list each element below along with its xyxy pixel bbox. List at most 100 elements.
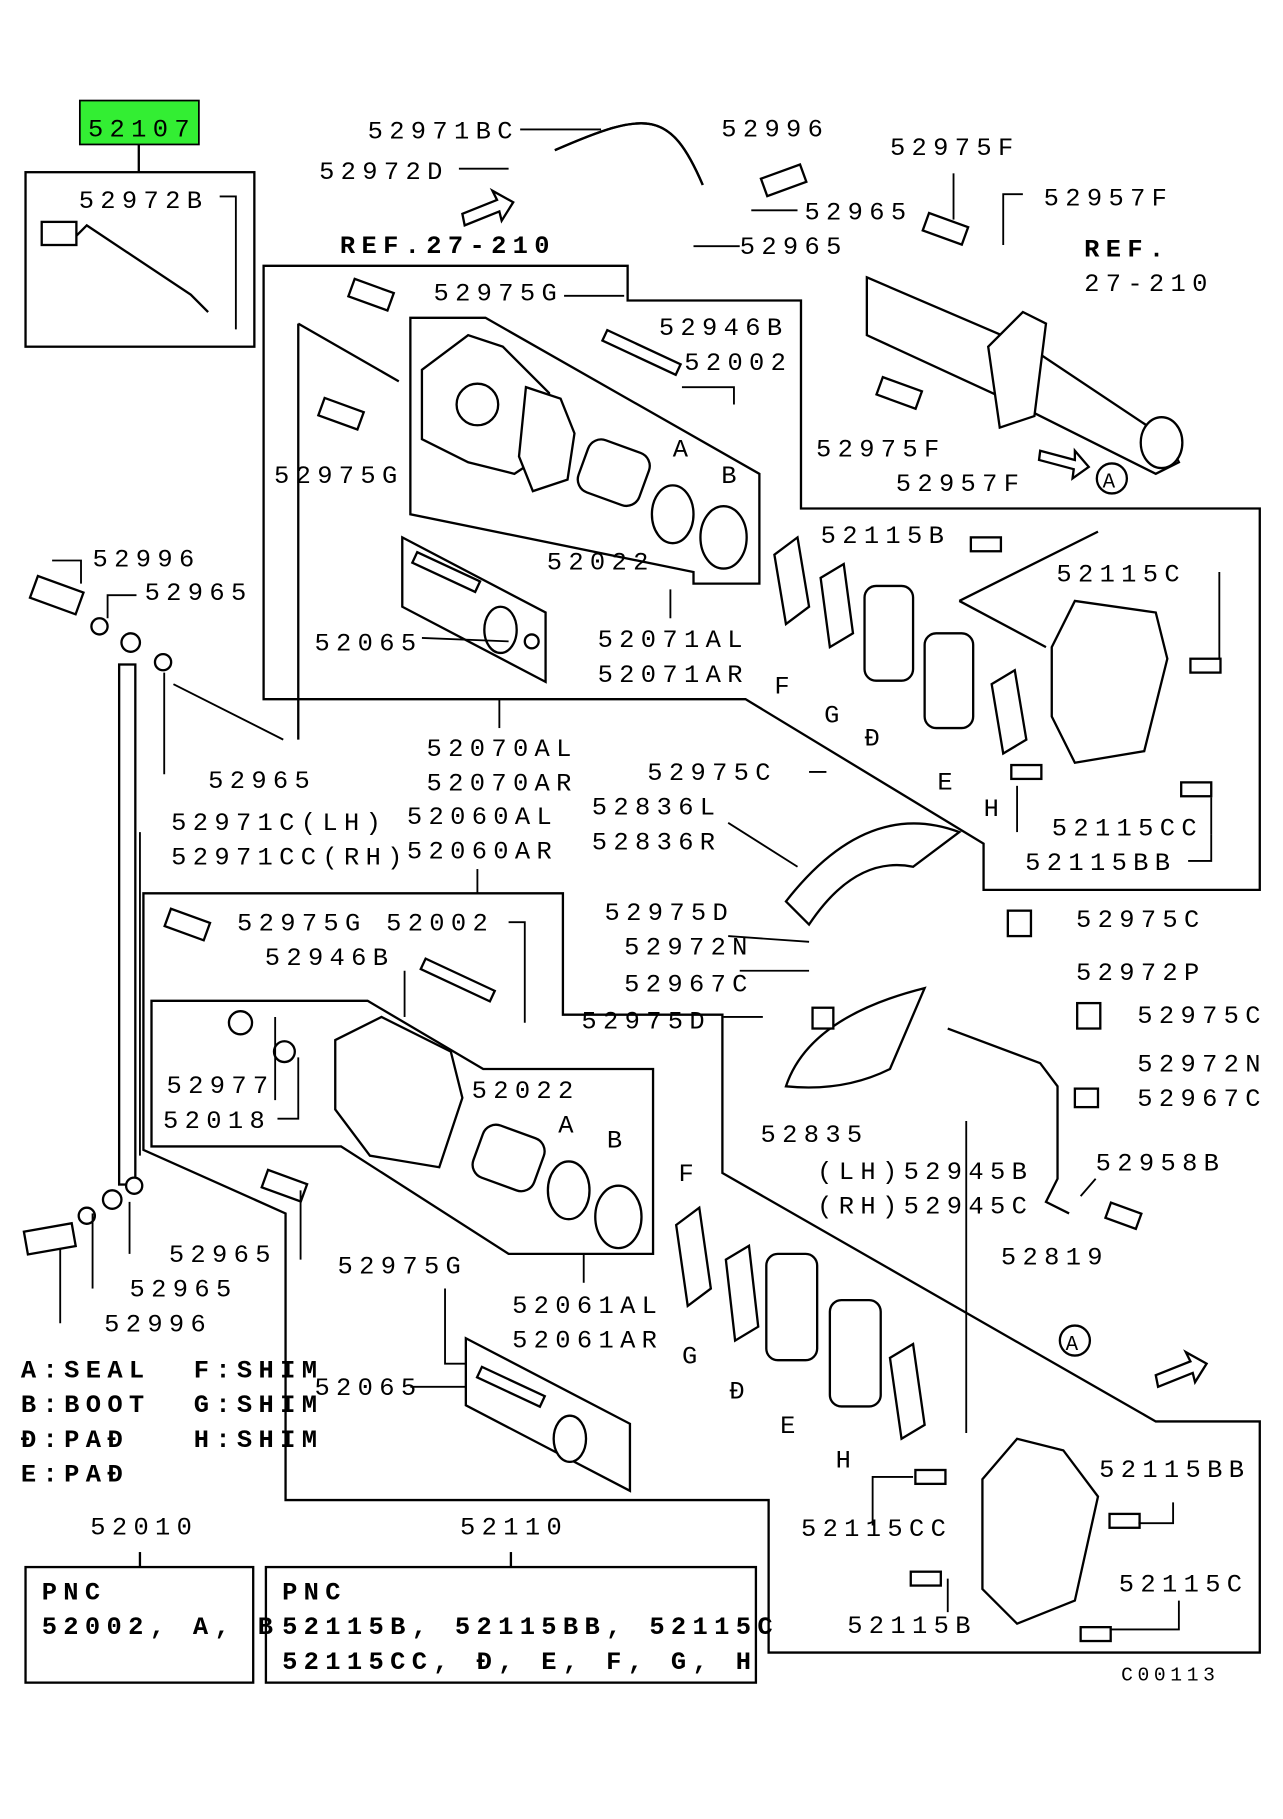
part-number-label[interactable]: H <box>836 1447 858 1476</box>
part-number-label[interactable]: 52836L <box>592 794 722 823</box>
rear-caliper-group-outline <box>142 892 1261 1654</box>
part-number-label[interactable]: 52975C <box>1076 906 1206 935</box>
part-number-label[interactable]: 52002 <box>386 909 494 938</box>
part-number-label[interactable]: 52946B <box>659 314 789 343</box>
part-number-label[interactable]: 52957F <box>1044 185 1174 214</box>
part-number-label[interactable]: 52946B <box>265 944 395 973</box>
part-number-label[interactable]: 52061AR <box>512 1326 663 1355</box>
part-number-label[interactable]: Đ <box>865 724 887 753</box>
brake-hose <box>117 663 137 1186</box>
part-number-label[interactable]: REF.27-210 <box>340 232 556 261</box>
part-number-label[interactable]: 52065 <box>314 1374 422 1403</box>
piston <box>576 438 651 508</box>
part-number-label[interactable]: 52971CC(RH) <box>171 843 409 872</box>
part-number-label[interactable]: 52975F <box>890 134 1020 163</box>
part-number-label[interactable]: 52835 <box>761 1121 869 1150</box>
seal <box>650 484 695 545</box>
part-number-label[interactable]: A <box>558 1112 580 1141</box>
part-number-label[interactable]: A <box>673 435 695 464</box>
part-number-label[interactable]: 52965 <box>804 199 912 228</box>
part-number-label[interactable]: 52972P <box>1076 959 1206 988</box>
part-number-label[interactable]: F <box>774 672 796 701</box>
part-number-label[interactable]: 52071AR <box>598 661 749 690</box>
part-number-label[interactable]: 52975C <box>647 759 777 788</box>
part-number-label[interactable]: 52115B <box>847 1612 977 1641</box>
part-number-label[interactable]: E <box>780 1412 802 1441</box>
part-number-label[interactable]: 52975G <box>274 462 404 491</box>
part-number-label[interactable]: 52115C <box>1119 1570 1249 1599</box>
part-number-label[interactable]: 52971BC <box>368 118 519 147</box>
part-number-label[interactable]: 52975D <box>581 1008 711 1037</box>
part-number-label[interactable]: 52977 <box>167 1072 275 1101</box>
part-number-label[interactable]: 52115CC <box>1052 815 1203 844</box>
view-marker-a-upper: A <box>1103 472 1122 495</box>
part-number-label[interactable]: 52002 <box>684 349 792 378</box>
diagram-code: C00113 <box>1121 1664 1219 1686</box>
part-number-label[interactable]: 52070AL <box>427 735 578 764</box>
part-number-label[interactable]: 52022 <box>472 1077 580 1106</box>
part-number-label[interactable]: 52967C <box>624 971 754 1000</box>
part-number-label[interactable]: 52972D <box>319 158 449 187</box>
legend-line: A:SEAL F:SHIM <box>21 1357 323 1386</box>
part-number-label[interactable]: 52972B <box>79 187 209 216</box>
part-number-label[interactable]: 52975G <box>338 1253 468 1282</box>
part-number-label[interactable]: 52115C <box>1056 560 1186 589</box>
part-number-label[interactable]: 52975D <box>605 899 735 928</box>
dust-shield-lower <box>784 986 927 1089</box>
part-number-label[interactable]: 52115BB <box>1099 1456 1250 1485</box>
shim-f <box>773 535 811 627</box>
part-number-label[interactable]: 52972N <box>1137 1050 1267 1079</box>
legend-line: Đ:PAĐ H:SHIM <box>21 1426 323 1455</box>
highlight-part-box[interactable] <box>78 99 200 146</box>
caliper-bracket <box>1050 599 1169 765</box>
part-number-label[interactable]: 52965 <box>740 233 848 262</box>
part-number-label[interactable]: 52996 <box>721 115 829 144</box>
part-number-label[interactable]: F <box>678 1160 700 1189</box>
part-number-label[interactable]: 52975G <box>237 909 367 938</box>
part-number-label[interactable]: 52060AR <box>407 838 558 867</box>
part-number-label[interactable]: 52110 <box>460 1514 568 1543</box>
part-number-label[interactable]: 52996 <box>104 1310 212 1339</box>
part-number-label[interactable]: E <box>937 768 959 797</box>
part-number-label[interactable]: 52965 <box>169 1241 277 1270</box>
part-number-label[interactable]: 52061AL <box>512 1292 663 1321</box>
part-number-label[interactable]: 52996 <box>93 545 201 574</box>
part-number-label[interactable]: 52971C(LH) <box>171 809 387 838</box>
part-number-label[interactable]: 27-210 <box>1084 270 1214 299</box>
part-number-label[interactable]: 52958B <box>1096 1150 1226 1179</box>
part-number-label[interactable]: 52060AL <box>407 803 558 832</box>
part-number-label[interactable]: H <box>984 795 1006 824</box>
part-number-label[interactable]: 52819 <box>1001 1243 1109 1272</box>
rear-pin-kit-box <box>464 1336 632 1493</box>
part-number-label[interactable]: 52975F <box>816 435 946 464</box>
part-number-label[interactable]: 52965 <box>145 579 253 608</box>
part-number-label[interactable]: 52010 <box>90 1514 198 1543</box>
part-number-label[interactable]: B <box>607 1127 629 1156</box>
part-number-label[interactable]: 52967C <box>1137 1085 1267 1114</box>
part-number-label[interactable]: 52957F <box>896 470 1026 499</box>
part-number-label[interactable]: (RH)52945C <box>817 1192 1033 1221</box>
highlight-part-number[interactable]: 52107 <box>88 115 196 144</box>
part-number-label[interactable]: B <box>721 462 743 491</box>
part-number-label[interactable]: G <box>824 701 846 730</box>
part-number-label[interactable]: 52115B <box>821 522 951 551</box>
part-number-label[interactable]: 52018 <box>163 1107 271 1136</box>
part-number-label[interactable]: 52070AR <box>427 769 578 798</box>
part-number-label[interactable]: Đ <box>729 1377 751 1406</box>
part-number-label[interactable]: 52836R <box>592 828 722 857</box>
part-number-label[interactable]: 52975C <box>1137 1002 1267 1031</box>
part-number-label[interactable]: 52071AL <box>598 626 749 655</box>
part-number-label[interactable]: 52975G <box>433 279 563 308</box>
part-number-label[interactable]: 52972N <box>624 934 754 963</box>
part-number-label[interactable]: 52115CC <box>801 1515 952 1544</box>
part-number-label[interactable]: (LH)52945B <box>817 1158 1033 1187</box>
part-number-label[interactable]: 52115BB <box>1025 849 1176 878</box>
part-number-label[interactable]: 52022 <box>547 549 655 578</box>
part-number-label[interactable]: REF. <box>1084 236 1170 265</box>
part-number-label[interactable]: 52965 <box>130 1276 238 1305</box>
part-number-label[interactable]: 52965 <box>208 767 316 796</box>
pnc-line: 52002, A, B <box>42 1613 280 1642</box>
part-number-label[interactable]: G <box>682 1343 704 1372</box>
part-number-label[interactable]: 52065 <box>314 630 422 659</box>
